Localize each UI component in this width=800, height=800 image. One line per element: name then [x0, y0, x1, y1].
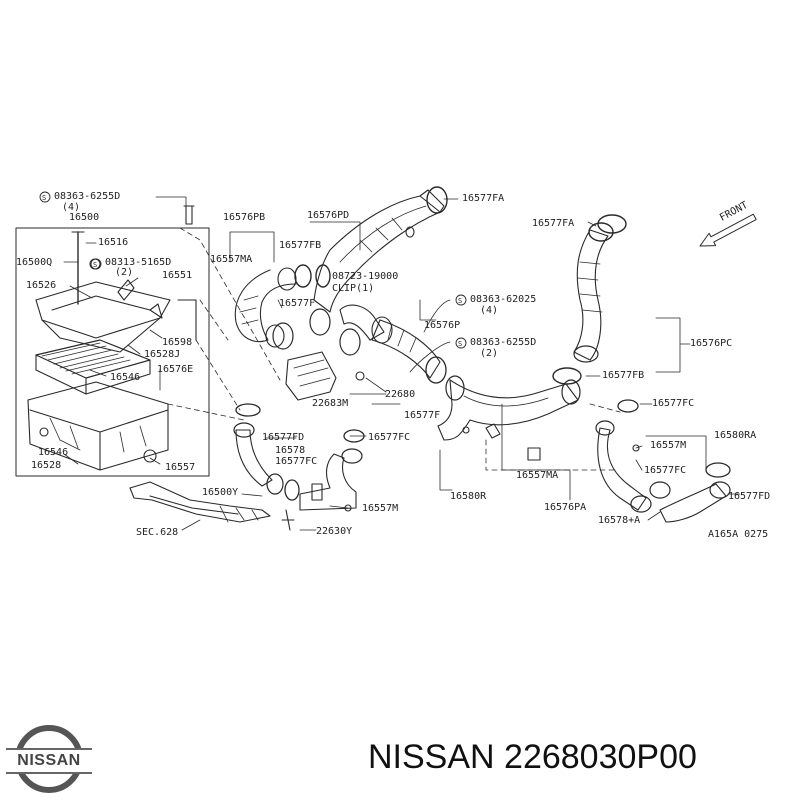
- bolt-icon: [183, 205, 195, 225]
- part-label: 16577F: [404, 410, 441, 421]
- front-direction-arrow-icon: [699, 213, 757, 247]
- part-label: SEC.628: [136, 527, 179, 538]
- part-label: 16576E: [157, 364, 194, 375]
- part-label: 16577FB: [602, 370, 645, 381]
- lower-center-hose: [299, 429, 365, 512]
- part-label: 16500Y: [202, 487, 239, 498]
- part-label: 08363-62025: [470, 294, 537, 305]
- part-label: 08313-5165D: [105, 257, 172, 268]
- svg-text:S: S: [458, 340, 462, 348]
- left-intake-hose: [234, 267, 297, 348]
- part-label: 16557MA: [210, 254, 253, 265]
- part-label: 16577FC: [644, 465, 687, 476]
- part-label: 16557MA: [516, 470, 559, 481]
- part-label: 16577FC: [368, 432, 411, 443]
- svg-text:S: S: [93, 261, 97, 269]
- air-cleaner-frame: [15, 227, 210, 477]
- part-label: 16598: [162, 337, 193, 348]
- part-label: 22680: [385, 389, 416, 400]
- part-label: (4): [480, 305, 499, 316]
- part-label: 16577FB: [279, 240, 322, 251]
- part-label: 08363-6255D: [470, 337, 537, 348]
- part-number-caption: NISSAN 2268030P00: [368, 738, 697, 776]
- part-label: 16526: [26, 280, 57, 291]
- part-label: 16577F: [279, 298, 316, 309]
- hose-clamp-icon: [315, 264, 331, 288]
- part-label: 16576PB: [223, 212, 266, 223]
- part-label: 16577FC: [652, 398, 695, 409]
- logo-wordmark: NISSAN: [6, 748, 92, 774]
- standard-part-icon: [455, 337, 467, 349]
- part-label: 16500Q: [16, 257, 53, 268]
- part-label: 22683M: [312, 398, 349, 409]
- part-label: (2): [480, 348, 499, 359]
- svg-text:S: S: [42, 194, 46, 202]
- lower-intake-duct: [437, 375, 581, 441]
- part-label: 22630Y: [316, 526, 353, 537]
- hose-clamp-icon: [294, 264, 312, 288]
- part-label: 16577FA: [462, 193, 505, 204]
- part-label: CLIP(1): [332, 283, 375, 294]
- part-label: (2): [115, 267, 134, 278]
- part-label: (4): [62, 202, 81, 213]
- air-cleaner-group: [15, 227, 210, 477]
- part-label: 16546: [38, 447, 69, 458]
- part-label: 16516: [98, 237, 129, 248]
- standard-part-icon: [39, 191, 51, 203]
- standard-part-icon: [455, 294, 467, 306]
- nissan-logo-icon: NISSAN: [0, 722, 100, 800]
- part-label: 16576PA: [544, 502, 587, 513]
- svg-text:S: S: [458, 297, 462, 305]
- part-label: 16580RA: [714, 430, 757, 441]
- part-label: 16528J: [144, 349, 181, 360]
- part-label: 16577FD: [728, 491, 771, 502]
- part-label: 16577FA: [532, 218, 575, 229]
- part-label: 16576PD: [307, 210, 350, 221]
- part-label: 16577FD: [262, 432, 305, 443]
- part-label: 08363-6255D: [54, 191, 121, 202]
- right-lower-hose: [595, 399, 731, 523]
- part-label: 16557M: [362, 503, 399, 514]
- lower-left-hose: [233, 403, 300, 501]
- part-label: 16500: [69, 212, 100, 223]
- part-label: 16576P: [424, 320, 461, 331]
- part-label: 16557: [165, 462, 196, 473]
- part-label: 16578+A: [598, 515, 641, 526]
- airflow-meter: [285, 351, 337, 401]
- part-label: 16551: [162, 270, 193, 281]
- center-intake-hose: [371, 319, 447, 384]
- right-intake-hose: [552, 214, 627, 385]
- part-label: 16577FC: [275, 456, 318, 467]
- part-label: 08723-19000: [332, 271, 399, 282]
- part-label: 16546: [110, 372, 141, 383]
- standard-part-icon: [90, 258, 102, 270]
- part-label: 16557M: [650, 440, 687, 451]
- part-label: 16576PC: [690, 338, 733, 349]
- main-intake-duct: [313, 186, 448, 313]
- part-label: 16580R: [450, 491, 487, 502]
- part-label: A165A 0275: [708, 529, 769, 540]
- part-label: 16578: [275, 445, 306, 456]
- part-label: 16528: [31, 460, 62, 471]
- inlet-duct: [129, 481, 271, 523]
